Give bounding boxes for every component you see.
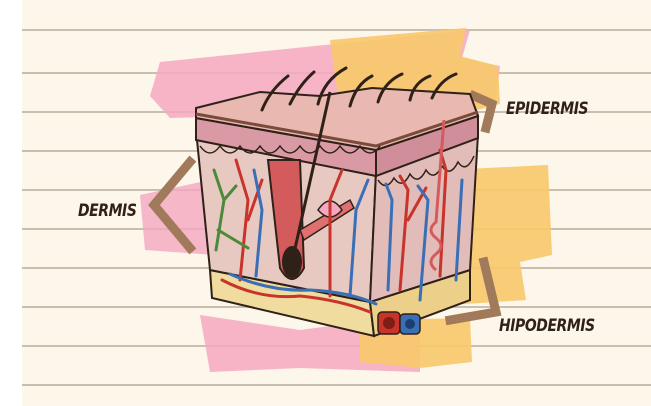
- artery-lumen: [383, 317, 395, 329]
- vein-lumen: [405, 319, 415, 329]
- skin-block: [196, 68, 478, 336]
- label-hipodermis: HIPODERMIS: [499, 316, 595, 336]
- label-dermis: DERMIS: [78, 201, 136, 221]
- label-epidermis: EPIDERMIS: [506, 99, 588, 119]
- left-margin: [0, 0, 22, 406]
